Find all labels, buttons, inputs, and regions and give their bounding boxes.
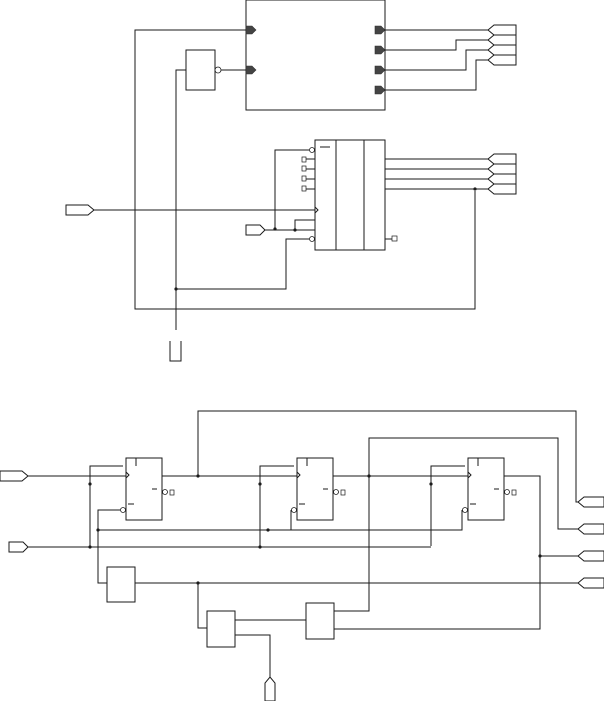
flip-flop-1 xyxy=(120,457,175,521)
register-side-output xyxy=(391,235,398,242)
output-port-5 xyxy=(487,153,517,165)
large-block-output-pin-2 xyxy=(374,45,386,55)
register-bubble-1 xyxy=(309,147,315,153)
large-block-output-pin-1 xyxy=(374,25,386,35)
gate-b xyxy=(206,610,236,648)
inverter-bubble xyxy=(214,66,222,74)
output-port-11 xyxy=(577,550,604,562)
output-port-6 xyxy=(487,163,517,175)
input-port-upper-1 xyxy=(65,204,95,216)
input-port-lower-2 xyxy=(8,541,29,553)
input-port-lower-3 xyxy=(264,676,276,701)
flip-flop-2 xyxy=(291,457,346,521)
large-block-input-pin-1 xyxy=(245,25,257,35)
lower-output-ports xyxy=(577,496,604,589)
output-port-3 xyxy=(487,44,517,56)
output-port-1 xyxy=(487,24,517,36)
upper-circuit xyxy=(65,0,517,362)
output-port-7 xyxy=(487,173,517,185)
output-port-12 xyxy=(577,577,604,589)
gate-c xyxy=(305,602,335,640)
output-port-8 xyxy=(487,183,517,195)
register-block xyxy=(314,139,386,251)
lower-wires xyxy=(28,410,578,679)
flip-flop-3 xyxy=(462,457,517,521)
register-small-inputs xyxy=(301,156,315,192)
output-port-9 xyxy=(577,496,604,508)
large-block-input-pin-2 xyxy=(245,65,257,75)
register-output-ports xyxy=(487,153,517,195)
input-port-lower-1 xyxy=(0,470,29,482)
lower-junctions xyxy=(88,474,542,585)
terminal-symbol xyxy=(169,341,182,362)
large-block-output-pin-3 xyxy=(374,65,386,75)
register-bubble-2 xyxy=(309,236,315,242)
output-port-10 xyxy=(577,523,604,535)
large-block-output-ports xyxy=(487,24,517,66)
register-wires xyxy=(94,149,488,290)
large-block xyxy=(245,0,386,111)
large-block-wires xyxy=(134,29,488,330)
output-port-4 xyxy=(487,54,517,66)
lower-circuit xyxy=(0,410,604,701)
output-port-2 xyxy=(487,34,517,46)
large-block-pins xyxy=(245,25,386,95)
large-block-output-pin-4 xyxy=(374,85,386,95)
input-port-upper-2 xyxy=(245,224,266,236)
upper-junctions xyxy=(174,187,477,291)
gate-a xyxy=(106,566,136,603)
inverter-gate xyxy=(185,49,216,91)
